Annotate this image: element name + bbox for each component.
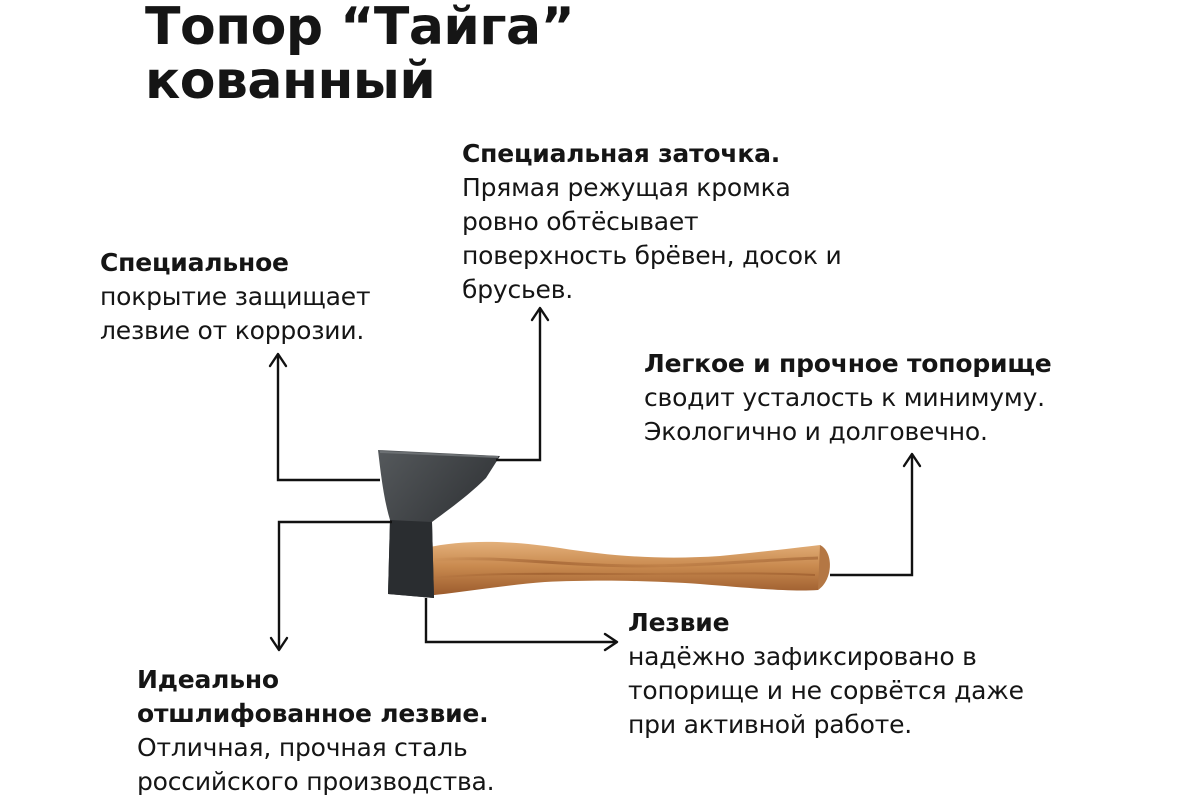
callout-polished-line: Отличная, прочная сталь [137,733,468,762]
callout-polished-heading: Идеально [137,665,279,694]
callout-handle-heading: Легкое и прочное топорище [644,349,1052,378]
callout-sharpening-line: Прямая режущая кромка [462,173,791,202]
title-line-1: Топор “Тайга” [145,0,575,57]
callout-coating: Специальное покрытие защищает лезвие от … [100,246,371,348]
callout-sharpening: Специальная заточка. Прямая режущая кром… [462,137,842,307]
callout-blade-fix-line: при активной работе. [628,710,913,739]
connector-handle [830,452,922,577]
connector-coating [268,352,380,482]
connector-sharpening [496,306,550,462]
callout-sharpening-line: брусьев. [462,275,574,304]
callout-blade-fix-line: топорище и не сорвётся даже [628,676,1024,705]
axe-head [378,450,500,598]
callout-blade-fix-heading: Лезвие [628,608,730,637]
callout-handle-line: сводит усталость к минимуму. [644,383,1045,412]
callout-coating-line: покрытие защищает [100,282,371,311]
connector-blade-fix [424,598,619,652]
axe-handle [425,541,830,596]
callout-handle: Легкое и прочное топорище сводит усталос… [644,347,1052,449]
callout-blade-fix-line: надёжно зафиксировано в [628,642,977,671]
connector-polished [269,520,392,652]
callout-polished-heading: отшлифованное лезвие. [137,699,489,728]
callout-sharpening-line: ровно обтёсывает [462,207,699,236]
callout-polished: Идеально отшлифованное лезвие. Отличная,… [137,663,495,799]
callout-blade-fix: Лезвие надёжно зафиксировано в топорище … [628,606,1024,742]
callout-sharpening-heading: Специальная заточка. [462,139,781,168]
page-title: Топор “Тайга” кованный [145,0,705,108]
callout-polished-line: российского производства. [137,767,495,796]
callout-handle-line: Экологично и долговечно. [644,417,988,446]
callout-sharpening-line: поверхность брёвен, досок и [462,241,842,270]
callout-coating-line: лезвие от коррозии. [100,316,365,345]
title-line-2: кованный [145,51,436,111]
callout-coating-heading: Специальное [100,248,289,277]
